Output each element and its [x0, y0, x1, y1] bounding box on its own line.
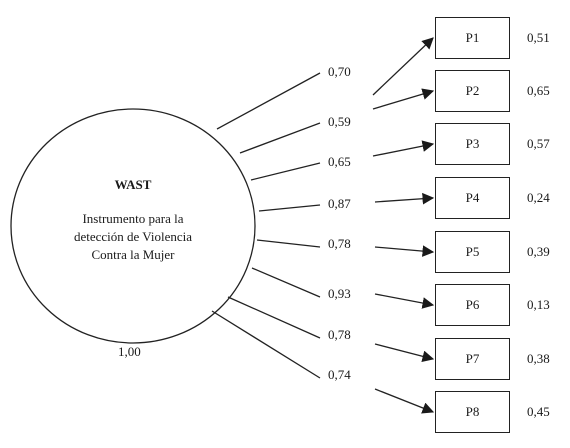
indicator-label: P1: [465, 30, 480, 45]
factor-description-line-1: Instrumento para la: [82, 211, 184, 226]
path-line-p6: [251, 267, 321, 298]
loading-label-p1: 0,70: [328, 64, 351, 79]
indicator-box-p3: P3: [435, 123, 510, 165]
loading-label-p3: 0,65: [328, 154, 351, 169]
path-line-p2: [239, 122, 321, 154]
indicator-label: P4: [465, 190, 480, 205]
indicator-label: P8: [465, 404, 480, 419]
factor-description-line-2: detección de Violencia: [73, 229, 193, 244]
indicator-label: P5: [465, 244, 480, 259]
path-line-p3: [250, 162, 321, 181]
path-line-p4: [258, 204, 321, 212]
indicator-box-p1: P1: [435, 17, 510, 59]
factor-variance: 1,00: [118, 344, 141, 359]
path-line-p7: [227, 296, 321, 339]
path-arrow-p1: [372, 37, 434, 96]
path-arrow-p8: [374, 388, 435, 414]
error-value-p2: 0,65: [527, 83, 550, 98]
error-value-p8: 0,45: [527, 404, 550, 419]
indicator-label: P6: [465, 297, 480, 312]
path-arrow-p2: [372, 88, 435, 110]
error-value-p7: 0,38: [527, 351, 550, 366]
factor-label-block: WAST Instrumento para la detección de Vi…: [48, 176, 218, 264]
path-line-p5: [256, 239, 321, 248]
indicator-label: P3: [465, 136, 480, 151]
indicator-label: P2: [465, 83, 480, 98]
error-value-p3: 0,57: [527, 136, 550, 151]
loading-label-p2: 0,59: [328, 114, 351, 129]
path-arrow-p3: [372, 140, 435, 157]
factor-name: WAST: [114, 177, 152, 192]
error-value-p1: 0,51: [527, 30, 550, 45]
indicator-label: P7: [465, 351, 480, 366]
indicator-box-p8: P8: [435, 391, 510, 433]
indicator-box-p6: P6: [435, 284, 510, 326]
loading-label-p6: 0,93: [328, 286, 351, 301]
loading-label-p5: 0,78: [328, 236, 351, 251]
path-line-p1: [216, 72, 321, 130]
loading-label-p7: 0,78: [328, 327, 351, 342]
error-value-p5: 0,39: [527, 244, 550, 259]
path-line-p8: [211, 310, 321, 379]
latent-factor-circle: [10, 108, 256, 344]
path-arrow-p7: [374, 343, 435, 363]
indicator-box-p7: P7: [435, 338, 510, 380]
loading-label-p8: 0,74: [328, 367, 351, 382]
error-value-p6: 0,13: [527, 297, 550, 312]
indicator-box-p2: P2: [435, 70, 510, 112]
path-arrow-p5: [374, 245, 435, 257]
path-arrow-p6: [374, 293, 435, 309]
path-arrow-p4: [374, 192, 435, 205]
indicator-box-p4: P4: [435, 177, 510, 219]
indicator-box-p5: P5: [435, 231, 510, 273]
loading-label-p4: 0,87: [328, 196, 351, 211]
factor-description-line-3: Contra la Mujer: [91, 247, 175, 262]
error-value-p4: 0,24: [527, 190, 550, 205]
